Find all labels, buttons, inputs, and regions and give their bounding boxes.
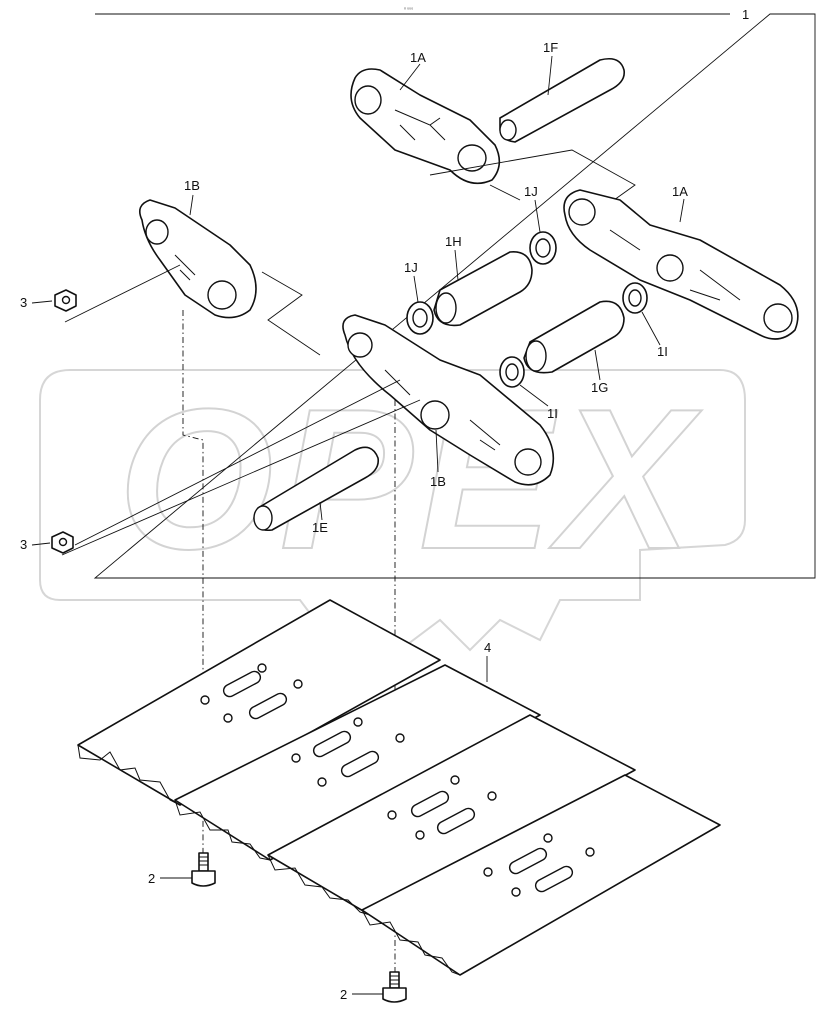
leader-3-top xyxy=(31,300,53,304)
callout-1B-bottom: 1B xyxy=(430,474,446,489)
callout-2-bottom: 2 xyxy=(340,987,347,1002)
leader-1G xyxy=(594,349,601,381)
assembly-frame xyxy=(93,13,816,579)
callout-1G: 1G xyxy=(591,380,608,395)
assembly-lines-top xyxy=(429,149,636,211)
bolt-2-top xyxy=(191,852,216,887)
bushing-1G xyxy=(523,300,625,374)
seal-1I-right xyxy=(622,282,648,314)
leader-1H xyxy=(454,249,459,281)
link-1A-top xyxy=(350,68,501,185)
callout-1J-right: 1J xyxy=(524,184,538,199)
leader-1B-top xyxy=(189,194,194,216)
callout-3-bottom: 3 xyxy=(20,537,27,552)
link-1A-right xyxy=(563,189,799,340)
link-1B-bottom xyxy=(342,314,555,486)
callout-2-top: 2 xyxy=(148,871,155,886)
callout-1J-left: 1J xyxy=(404,260,418,275)
header-note: ᵢᵢ ₀₀₀ xyxy=(404,5,413,11)
leader-1I-right xyxy=(641,311,661,346)
callout-1I-left: 1I xyxy=(547,406,558,421)
seal-1J-left xyxy=(406,301,434,335)
bushing-1H xyxy=(433,251,533,327)
nut-3-bottom xyxy=(51,531,74,554)
callout-1E: 1E xyxy=(312,520,328,535)
callout-1B-top: 1B xyxy=(184,178,200,193)
assembly-lines-bottom xyxy=(61,379,421,556)
callout-1A-top: 1A xyxy=(410,50,426,65)
callout-1A-right: 1A xyxy=(672,184,688,199)
leader-1I-left xyxy=(519,384,549,407)
leader-1F xyxy=(547,55,553,96)
link-1B-top xyxy=(139,199,257,319)
leader-3-bottom xyxy=(31,542,51,546)
leader-1J-left xyxy=(413,275,419,303)
callout-3-top: 3 xyxy=(20,295,27,310)
leader-1A-top xyxy=(399,63,421,91)
pin-1E xyxy=(253,446,380,532)
nut-3-top xyxy=(54,289,77,312)
callout-1F: 1F xyxy=(543,40,558,55)
leader-1A-right xyxy=(679,198,685,223)
bolt-axis-left xyxy=(182,310,204,870)
seal-1I-left xyxy=(499,356,525,388)
pin-1F xyxy=(499,57,626,143)
track-shoes xyxy=(77,599,721,976)
callout-1H: 1H xyxy=(445,234,462,249)
bolt-2-bottom xyxy=(382,971,407,1003)
watermark-gear-outline xyxy=(39,369,746,652)
assembly-lines-left xyxy=(64,264,321,356)
callout-4: 4 xyxy=(484,640,491,655)
leader-1B-bottom xyxy=(435,429,439,473)
leader-1J-right xyxy=(534,199,541,233)
leader-1E xyxy=(319,501,323,521)
callout-1: 1 xyxy=(742,7,749,22)
seal-1J-right xyxy=(529,231,557,265)
callout-1I-right: 1I xyxy=(657,344,668,359)
